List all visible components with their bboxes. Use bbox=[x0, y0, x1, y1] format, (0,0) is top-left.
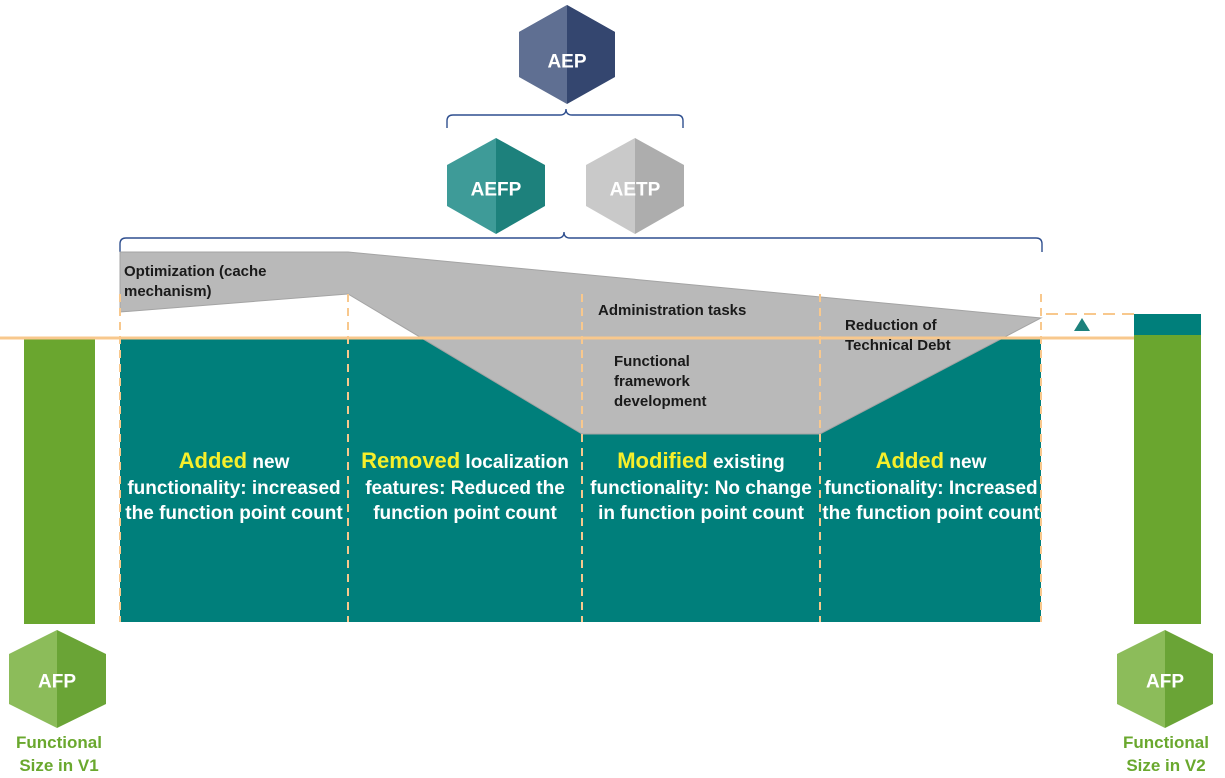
segment-1-keyword: Added bbox=[178, 448, 248, 473]
afp-right-hexagon: AFP bbox=[1117, 630, 1213, 728]
v2-caption: Functional Size in V2 bbox=[1123, 733, 1209, 775]
hex-left bbox=[519, 5, 567, 104]
segment-2-text: Removed localization features: Reduced t… bbox=[350, 448, 580, 527]
segment-4-text: Added new functionality: Increased the f… bbox=[816, 448, 1046, 527]
hex-left bbox=[447, 138, 496, 234]
segment-4-description: new functionality: Increased the functio… bbox=[822, 452, 1040, 524]
hex-right bbox=[496, 138, 545, 234]
segment-3-text: Modified existing functionality: No chan… bbox=[586, 448, 816, 527]
optimization-label: Optimization (cache mechanism) bbox=[124, 263, 267, 300]
hex-right bbox=[57, 630, 106, 728]
afp-left-hexagon: AFP bbox=[9, 630, 106, 728]
hex-left bbox=[9, 630, 57, 728]
segment-1-description: new functionality: increased the functio… bbox=[125, 452, 343, 524]
technical-area bbox=[119, 251, 1043, 435]
main-bracket bbox=[119, 231, 1043, 252]
technical-debt-label: Reduction of Technical Debt bbox=[845, 317, 951, 354]
aefp-label: AEFP bbox=[471, 180, 522, 201]
administration-label: Administration tasks bbox=[598, 302, 747, 319]
delta-icon bbox=[1074, 318, 1090, 331]
afp-left-label: AFP bbox=[38, 672, 76, 693]
v2-increase-cap bbox=[1134, 314, 1201, 335]
v1-caption: Functional Size in V1 bbox=[16, 733, 102, 775]
hex-right bbox=[567, 5, 615, 104]
segment-3-description: existing functionality: No change in fun… bbox=[590, 452, 812, 524]
v1-size-bar bbox=[24, 338, 95, 624]
segment-2-description: localization features: Reduced the funct… bbox=[365, 452, 569, 524]
segment-2-keyword: Removed bbox=[361, 448, 461, 473]
aetp-hexagon: AETP bbox=[586, 138, 684, 234]
afp-right-label: AFP bbox=[1146, 672, 1184, 693]
v2-size-bar bbox=[1134, 335, 1201, 624]
aep-hexagon: AEP bbox=[519, 5, 615, 104]
aetp-label: AETP bbox=[610, 180, 661, 201]
segment-1-text: Added new functionality: increased the f… bbox=[119, 448, 349, 527]
hex-right bbox=[1165, 630, 1213, 728]
segment-3-keyword: Modified bbox=[617, 448, 708, 473]
hex-right bbox=[635, 138, 684, 234]
framework-label: Functional framework development bbox=[614, 353, 707, 410]
hex-left bbox=[586, 138, 635, 234]
aep-label: AEP bbox=[547, 52, 586, 73]
segment-4-keyword: Added bbox=[875, 448, 945, 473]
hex-left bbox=[1117, 630, 1165, 728]
aep-bracket bbox=[446, 108, 684, 128]
aefp-hexagon: AEFP bbox=[447, 138, 545, 234]
